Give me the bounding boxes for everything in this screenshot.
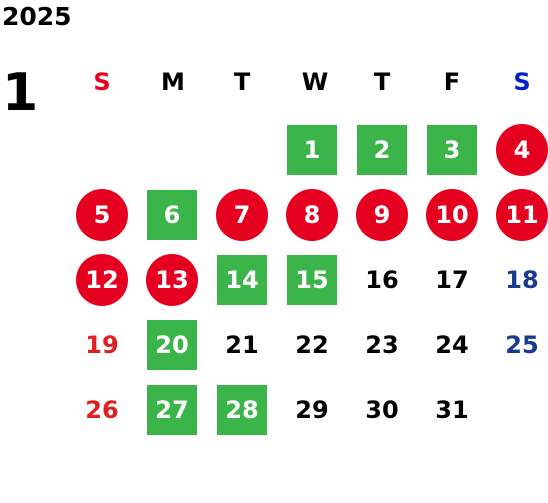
year-label: 2025 (2, 2, 72, 31)
day-cell-9: 9 (356, 189, 408, 241)
day-cell-13: 13 (146, 254, 198, 306)
day-cell-14: 14 (217, 255, 267, 305)
weekday-header-sat: S (513, 68, 531, 96)
weekday-header-mon: M (161, 68, 185, 96)
day-cell-31: 31 (435, 396, 469, 424)
day-cell-1: 1 (287, 125, 337, 175)
day-cell-20: 20 (147, 320, 197, 370)
day-cell-21: 21 (225, 331, 259, 359)
day-cell-30: 30 (365, 396, 399, 424)
weekday-header-fri: F (443, 68, 461, 96)
day-cell-22: 22 (295, 331, 329, 359)
day-cell-11: 11 (496, 189, 548, 241)
day-cell-7: 7 (216, 189, 268, 241)
day-cell-2: 2 (357, 125, 407, 175)
weekday-header-thu: T (373, 68, 391, 96)
day-cell-24: 24 (435, 331, 469, 359)
day-cell-5: 5 (76, 189, 128, 241)
day-cell-25: 25 (505, 331, 539, 359)
day-cell-6: 6 (147, 190, 197, 240)
day-cell-27: 27 (147, 385, 197, 435)
day-cell-26: 26 (85, 396, 119, 424)
weekday-header-tue: T (233, 68, 251, 96)
day-cell-15: 15 (287, 255, 337, 305)
day-cell-19: 19 (85, 331, 119, 359)
day-cell-23: 23 (365, 331, 399, 359)
day-cell-8: 8 (286, 189, 338, 241)
day-cell-29: 29 (295, 396, 329, 424)
day-cell-12: 12 (76, 254, 128, 306)
day-cell-4: 4 (496, 124, 548, 176)
day-cell-3: 3 (427, 125, 477, 175)
day-cell-17: 17 (435, 266, 469, 294)
day-cell-18: 18 (505, 266, 539, 294)
day-cell-10: 10 (426, 189, 478, 241)
month-label: 1 (2, 63, 39, 123)
weekday-header-wed: W (301, 68, 329, 96)
day-cell-16: 16 (365, 266, 399, 294)
weekday-header-sun: S (93, 68, 111, 96)
day-cell-28: 28 (217, 385, 267, 435)
